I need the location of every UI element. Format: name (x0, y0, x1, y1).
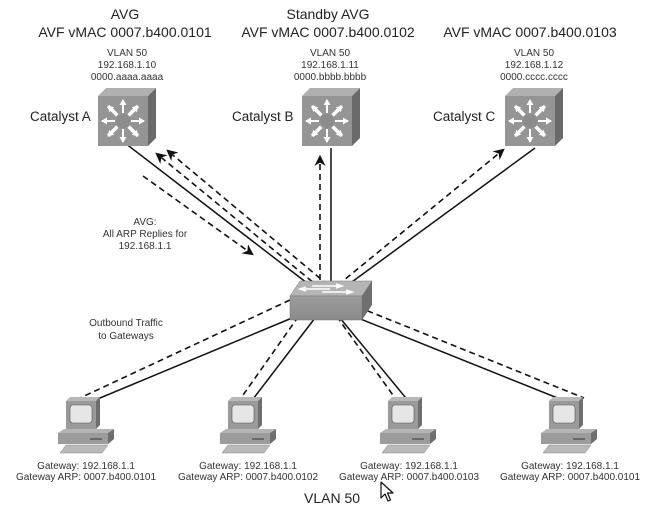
catalyst-a-mac: 0000.aaaa.aaaa (90, 72, 164, 83)
catalyst-a-role: AVG (110, 6, 140, 22)
catalyst-c-vlan: VLAN 50 (513, 48, 555, 59)
catalyst-a-vmac: AVF vMAC 0007.b400.0101 (38, 24, 212, 40)
catalyst-b-mac: 0000.bbbb.bbbb (293, 72, 367, 83)
host-4-gateway-arp: Gateway ARP: 0007.b400.0101 (499, 472, 641, 483)
catalyst-b-ip: 192.168.1.11 (301, 60, 359, 71)
link-catalyst-c-switch (344, 147, 536, 288)
mouse-pointer-icon (380, 481, 394, 502)
outbound-annotation-line1: Outbound Traffic (89, 318, 163, 329)
catalyst-a-ip: 192.168.1.10 (97, 60, 157, 71)
link-switch-host-2 (249, 317, 316, 404)
workstation-icon (380, 397, 436, 454)
catalyst-a-name: Catalyst A (30, 109, 91, 124)
catalyst-b-vlan: VLAN 50 (309, 48, 351, 59)
avg-annotation-line1: AVG: (133, 217, 157, 228)
flow-to-catalyst-c (337, 148, 505, 286)
avg-annotation-line3: 192.168.1.1 (118, 241, 172, 252)
multilayer-switch-icon (505, 88, 563, 146)
host-1-gateway-arp: Gateway ARP: 0007.b400.0101 (15, 472, 157, 483)
host-3-gateway-arp: Gateway ARP: 0007.b400.0103 (338, 472, 480, 483)
catalyst-c-vmac: AVF vMAC 0007.b400.0103 (443, 24, 617, 40)
host-3-gateway: Gateway: 192.168.1.1 (360, 461, 458, 472)
link-switch-host-4 (352, 315, 571, 404)
workstation-icon (541, 397, 597, 454)
host-2-gateway: Gateway: 192.168.1.1 (199, 461, 297, 472)
workgroup-switch-icon (289, 280, 373, 321)
vlan-label: VLAN 50 (303, 490, 361, 506)
outbound-host-4 (357, 306, 585, 399)
catalyst-b-name: Catalyst B (232, 109, 294, 124)
host-2-gateway-arp: Gateway ARP: 0007.b400.0102 (177, 472, 319, 483)
catalyst-c-mac: 0000.cccc.cccc (500, 72, 568, 83)
link-switch-host-1 (87, 317, 293, 404)
multilayer-switch-icon (302, 88, 360, 146)
host-1-gateway: Gateway: 192.168.1.1 (37, 461, 135, 472)
avg-annotation-line2: All ARP Replies for (102, 229, 188, 240)
multilayer-switch-icon (98, 88, 156, 146)
catalyst-b-vmac: AVF vMAC 0007.b400.0102 (241, 24, 415, 40)
workstation-icon (220, 397, 276, 454)
flow-to-catalyst-a-2 (166, 149, 329, 286)
traffic-flows (79, 148, 585, 399)
catalyst-a-vlan: VLAN 50 (106, 48, 148, 59)
link-switch-host-3 (339, 317, 411, 404)
catalyst-c-name: Catalyst C (433, 109, 496, 124)
link-catalyst-a-switch (124, 142, 321, 294)
workstation-icon (58, 397, 114, 454)
catalyst-b-role: Standby AVG (286, 6, 370, 22)
host-4-gateway: Gateway: 192.168.1.1 (521, 461, 619, 472)
outbound-host-1 (79, 299, 291, 399)
flow-to-catalyst-a-1 (155, 152, 321, 289)
catalyst-c-ip: 192.168.1.12 (504, 60, 564, 71)
outbound-annotation-line2: to Gateways (98, 331, 154, 342)
links (87, 142, 571, 404)
arp-reply-flow (142, 175, 254, 256)
